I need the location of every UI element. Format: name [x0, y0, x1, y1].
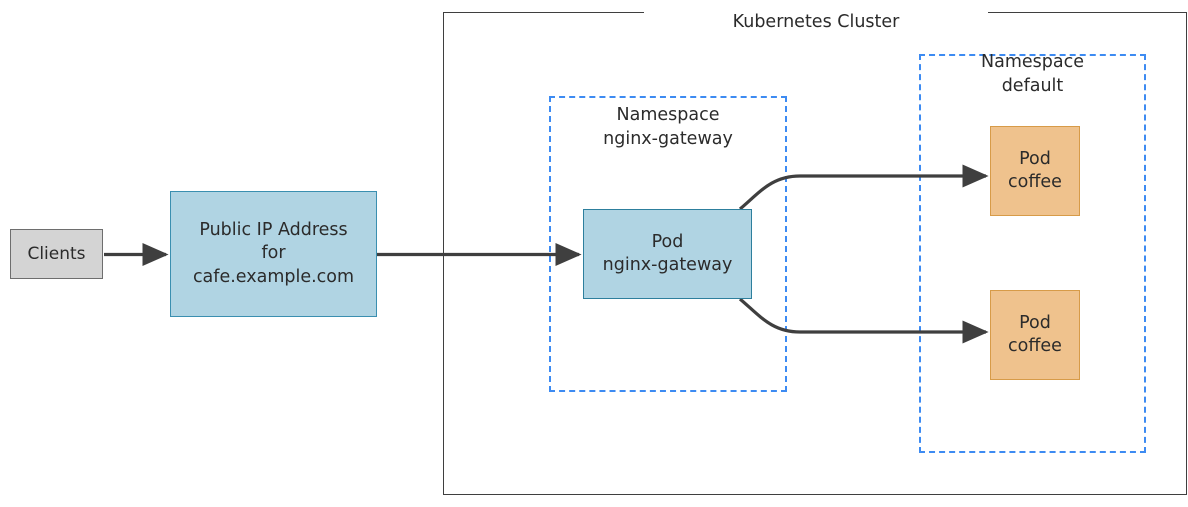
node-public-ip-address[interactable]: Public IP Address for cafe.example.com [170, 191, 377, 317]
namespace-nginx-gateway-boundary [549, 96, 787, 392]
namespace-default-boundary [919, 54, 1146, 453]
edge-gateway-pod-to-coffee-pod-2 [738, 297, 989, 344]
node-clients[interactable]: Clients [10, 229, 103, 279]
node-pod-coffee-2[interactable]: Pod coffee [990, 290, 1080, 380]
node-pod-coffee-1[interactable]: Pod coffee [990, 126, 1080, 216]
namespace-nginx-gateway-label: Namespace nginx-gateway [603, 105, 733, 149]
edge-gateway-pod-to-coffee-pod-1 [738, 164, 989, 211]
kubernetes-cluster-title: Kubernetes Cluster [644, 10, 988, 34]
namespace-default-label: Namespace default [981, 52, 1084, 96]
node-pod-nginx-gateway[interactable]: Pod nginx-gateway [583, 209, 752, 299]
